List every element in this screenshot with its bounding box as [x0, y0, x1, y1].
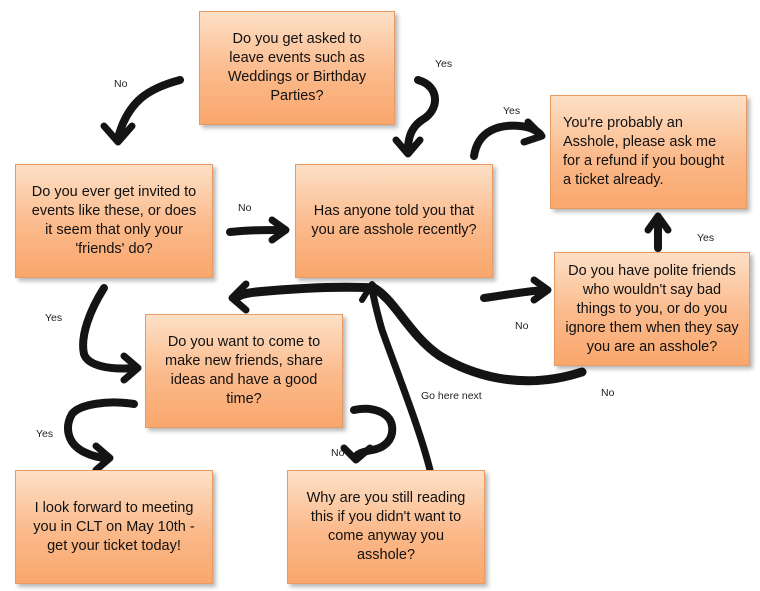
label-no-bottom: No	[331, 447, 345, 459]
arrow-yes-to-newfriends	[79, 284, 138, 373]
label-yes-polite: Yes	[697, 232, 715, 244]
node-polite-friends: Do you have polite friends who wouldn't …	[554, 252, 750, 366]
node-refund: You're probably an Asshole, please ask m…	[550, 95, 747, 209]
node-told-asshole: Has anyone told you that you are asshole…	[295, 164, 493, 278]
arrow-no-to-invited	[114, 76, 184, 142]
arrow-no-polite-loop-head	[228, 280, 250, 314]
arrow-yes-to-newfriends-head	[120, 352, 142, 384]
arrow-no-to-invited-head	[100, 122, 136, 146]
arrow-yes-to-meeting	[64, 398, 138, 462]
label-go-here-next: Go here next	[421, 390, 482, 402]
arrow-yes-to-refund-head	[520, 118, 546, 146]
arrow-yes-to-meeting-head	[92, 442, 114, 474]
arrow-yes-to-told	[404, 76, 439, 154]
label-yes-refund: Yes	[503, 105, 521, 117]
arrow-yes-to-told-head	[392, 136, 424, 158]
arrow-go-here-next-head	[359, 281, 387, 303]
label-yes-top: Yes	[435, 58, 453, 70]
node-meeting: I look forward to meeting you in CLT on …	[15, 470, 213, 584]
node-new-friends: Do you want to come to make new friends,…	[145, 314, 343, 428]
arrow-go-here-next	[368, 284, 434, 474]
arrow-no-to-told-head	[268, 216, 290, 244]
label-no-mid: No	[238, 202, 252, 214]
label-yes-left: Yes	[45, 312, 63, 324]
node-invited: Do you ever get invited to events like t…	[15, 164, 213, 278]
label-no-right: No	[601, 387, 615, 399]
node-still-reading: Why are you still reading this if you di…	[287, 470, 485, 584]
label-yes-bottom: Yes	[36, 428, 54, 440]
node-asked-to-leave: Do you get asked to leave events such as…	[199, 11, 395, 125]
arrow-yes-polite-to-refund-head	[644, 212, 672, 234]
arrow-no-to-polite-head	[530, 276, 552, 304]
label-no-top: No	[114, 78, 128, 90]
label-no-center: No	[515, 320, 529, 332]
arrow-no-to-told	[226, 226, 286, 236]
arrow-no-to-stillreading	[350, 404, 397, 462]
arrow-no-to-polite	[480, 286, 548, 302]
arrow-no-to-stillreading-head	[340, 444, 374, 464]
